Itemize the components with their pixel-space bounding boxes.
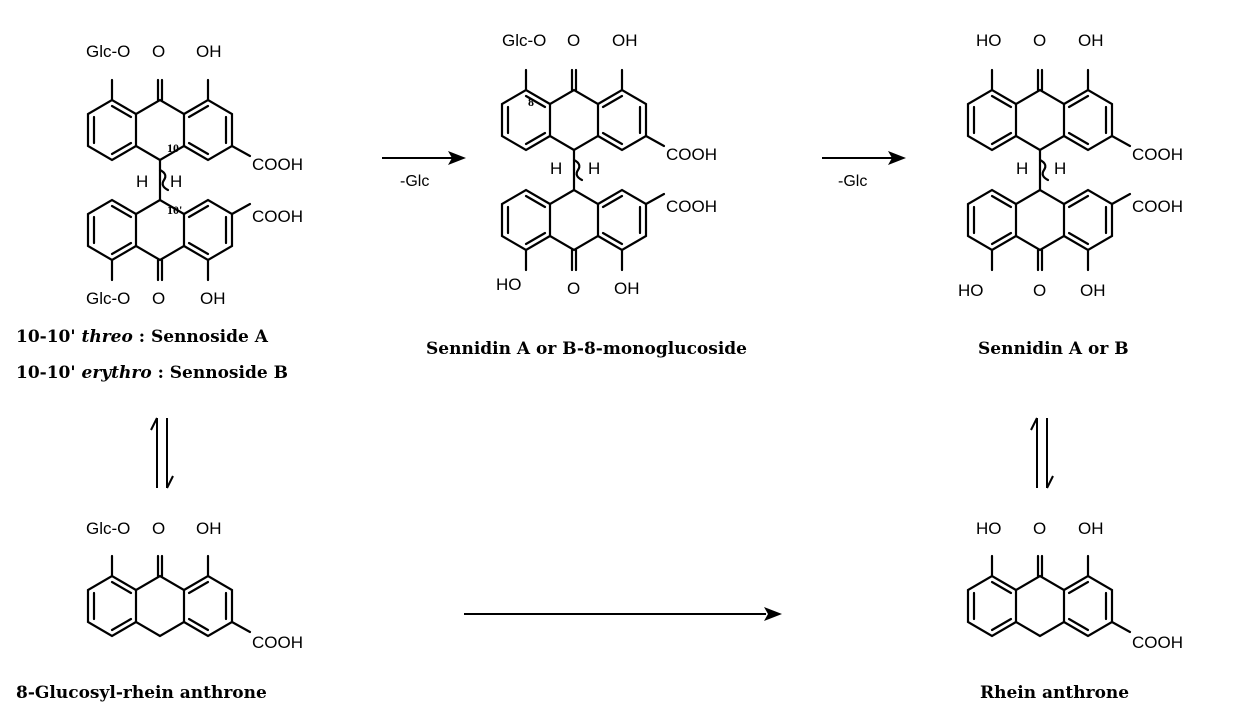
c10-locant: 10 (167, 141, 179, 155)
glc-o-label: Glc-O (86, 289, 130, 308)
reagent-label: -Glc (838, 173, 867, 190)
rhein-anthrone-caption: Rhein anthrone (980, 683, 1129, 703)
carbonyl-o-label: O (567, 279, 580, 298)
oh-label: OH (196, 42, 222, 61)
glc-o-label: Glc-O (86, 42, 130, 61)
oh-label: OH (1080, 281, 1106, 300)
cooh-label: COOH (252, 207, 303, 226)
oh-label: OH (614, 279, 640, 298)
ho-label: HO (496, 275, 522, 294)
cooh-label: COOH (1132, 633, 1183, 652)
ho-label: HO (976, 519, 1002, 538)
h-label: H (588, 159, 600, 178)
sennoside-structure: Glc-O O OH COOH H H 10 10' COOH Glc-O O … (86, 42, 303, 308)
glucosyl-rhein-anthrone-caption: 8-Glucosyl-rhein anthrone (16, 683, 267, 703)
oh-label: OH (612, 31, 638, 50)
glc-o-label: Glc-O (86, 519, 130, 538)
carbonyl-o-label: O (152, 519, 165, 538)
reagent-label: -Glc (400, 173, 429, 190)
carbonyl-o-label: O (1033, 281, 1046, 300)
h-label: H (1054, 159, 1066, 178)
cooh-label: COOH (252, 633, 303, 652)
arrow-minus-glc-1: -Glc (382, 151, 466, 190)
rhein-anthrone-structure: HO O OH COOH (966, 519, 1183, 652)
carbonyl-o-label: O (1033, 519, 1046, 538)
sennoside-a-caption: 10-10' threo : Sennoside A (16, 327, 269, 347)
monoglucoside-structure: Glc-O O OH 8 COOH H H COOH HO O OH (496, 31, 717, 298)
h-label: H (170, 172, 182, 191)
cooh-label: COOH (1132, 197, 1183, 216)
h-label: H (1016, 159, 1028, 178)
oh-label: OH (1078, 31, 1104, 50)
h-label: H (550, 159, 562, 178)
oh-label: OH (1078, 519, 1104, 538)
oh-label: OH (200, 289, 226, 308)
c10p-locant: 10' (167, 203, 182, 217)
arrow-minus-glc-2: -Glc (822, 151, 906, 190)
carbonyl-o-label: O (567, 31, 580, 50)
carbonyl-o-label: O (152, 289, 165, 308)
ho-label: HO (958, 281, 984, 300)
sennoside-b-caption: 10-10' erythro : Sennoside B (16, 363, 288, 383)
equilibrium-arrow-right (1030, 417, 1054, 489)
carbonyl-o-label: O (152, 42, 165, 61)
cooh-label: COOH (666, 197, 717, 216)
sennidin-caption: Sennidin A or B (978, 339, 1129, 359)
c8-locant: 8 (528, 95, 534, 109)
cooh-label: COOH (252, 155, 303, 174)
arrow-bottom (464, 607, 782, 621)
oh-label: OH (196, 519, 222, 538)
h-label: H (136, 172, 148, 191)
sennidin-structure: HO O OH COOH H H COOH HO O OH (958, 31, 1183, 300)
carbonyl-o-label: O (1033, 31, 1046, 50)
cooh-label: COOH (666, 145, 717, 164)
cooh-label: COOH (1132, 145, 1183, 164)
monoglucoside-caption: Sennidin A or B-8-monoglucoside (426, 339, 747, 359)
glucosyl-rhein-anthrone-structure: Glc-O O OH COOH (86, 519, 303, 652)
equilibrium-arrow-left (150, 417, 174, 489)
ho-label: HO (976, 31, 1002, 50)
glc-o-label: Glc-O (502, 31, 546, 50)
